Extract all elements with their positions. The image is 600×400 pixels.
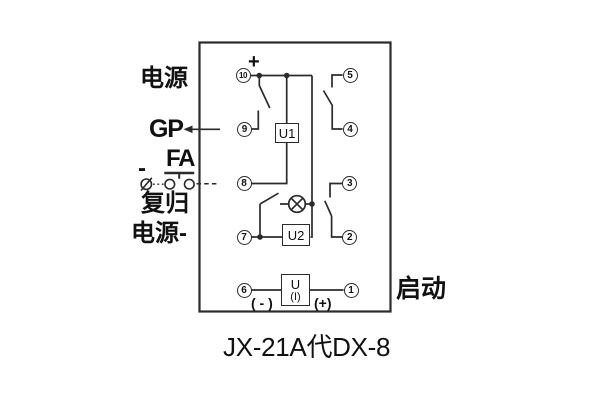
component-u-meter: U (I) [281,274,310,306]
component-u2: U2 [282,224,310,246]
terminal-6: 6 [236,282,252,298]
knob-circle-icon [140,178,153,191]
terminal-3: 3 [342,176,358,191]
wires [250,74,344,291]
label-plus: + [248,51,260,73]
button-contact-circle [183,178,195,190]
component-u1: U1 [275,123,299,143]
diagram-caption: JX-21A代DX-8 [223,332,391,362]
terminal-7: 7 [236,229,252,245]
wire-u1-branch [251,75,288,185]
junction-dot [256,72,263,79]
label-negative: ( - ) [251,295,273,311]
terminal-4: 4 [342,121,358,137]
junction-dots [256,72,315,240]
lamp-contact [259,192,279,237]
label-start: 启动 [396,275,447,303]
reset-pushbutton-symbol [140,171,217,192]
label-fa: FA [166,145,195,172]
terminal-9: 9 [237,121,252,137]
terminal-8: 8 [236,176,252,191]
label-reset: 复归 [141,190,189,217]
junction-dot [309,201,315,207]
junction-dot [283,72,290,79]
contact-5-4 [322,74,343,130]
label-power-bottom: 电源- [131,220,187,247]
u-meter-top-label: U [290,276,301,292]
knob-slash [140,177,153,192]
terminal-1: 1 [343,282,359,298]
terminal-2: 2 [342,229,358,245]
label-positive: (+) [314,295,332,311]
wire-right-bus [310,75,313,238]
terminal-10: 10 [235,68,251,83]
signal-lamp-icon [287,194,307,214]
label-power-top: 电源 [140,65,188,92]
contact-3-2 [324,182,343,238]
label-minus: - [138,155,146,182]
terminal-5: 5 [342,67,358,83]
u-meter-bottom-label: (I) [290,290,301,303]
contact-10-9 [251,75,271,130]
gp-arrow [183,125,220,134]
label-gp: GP [149,115,184,143]
relay-frame [198,41,392,313]
junction-dot [257,234,263,240]
button-contact-circle [164,178,176,190]
